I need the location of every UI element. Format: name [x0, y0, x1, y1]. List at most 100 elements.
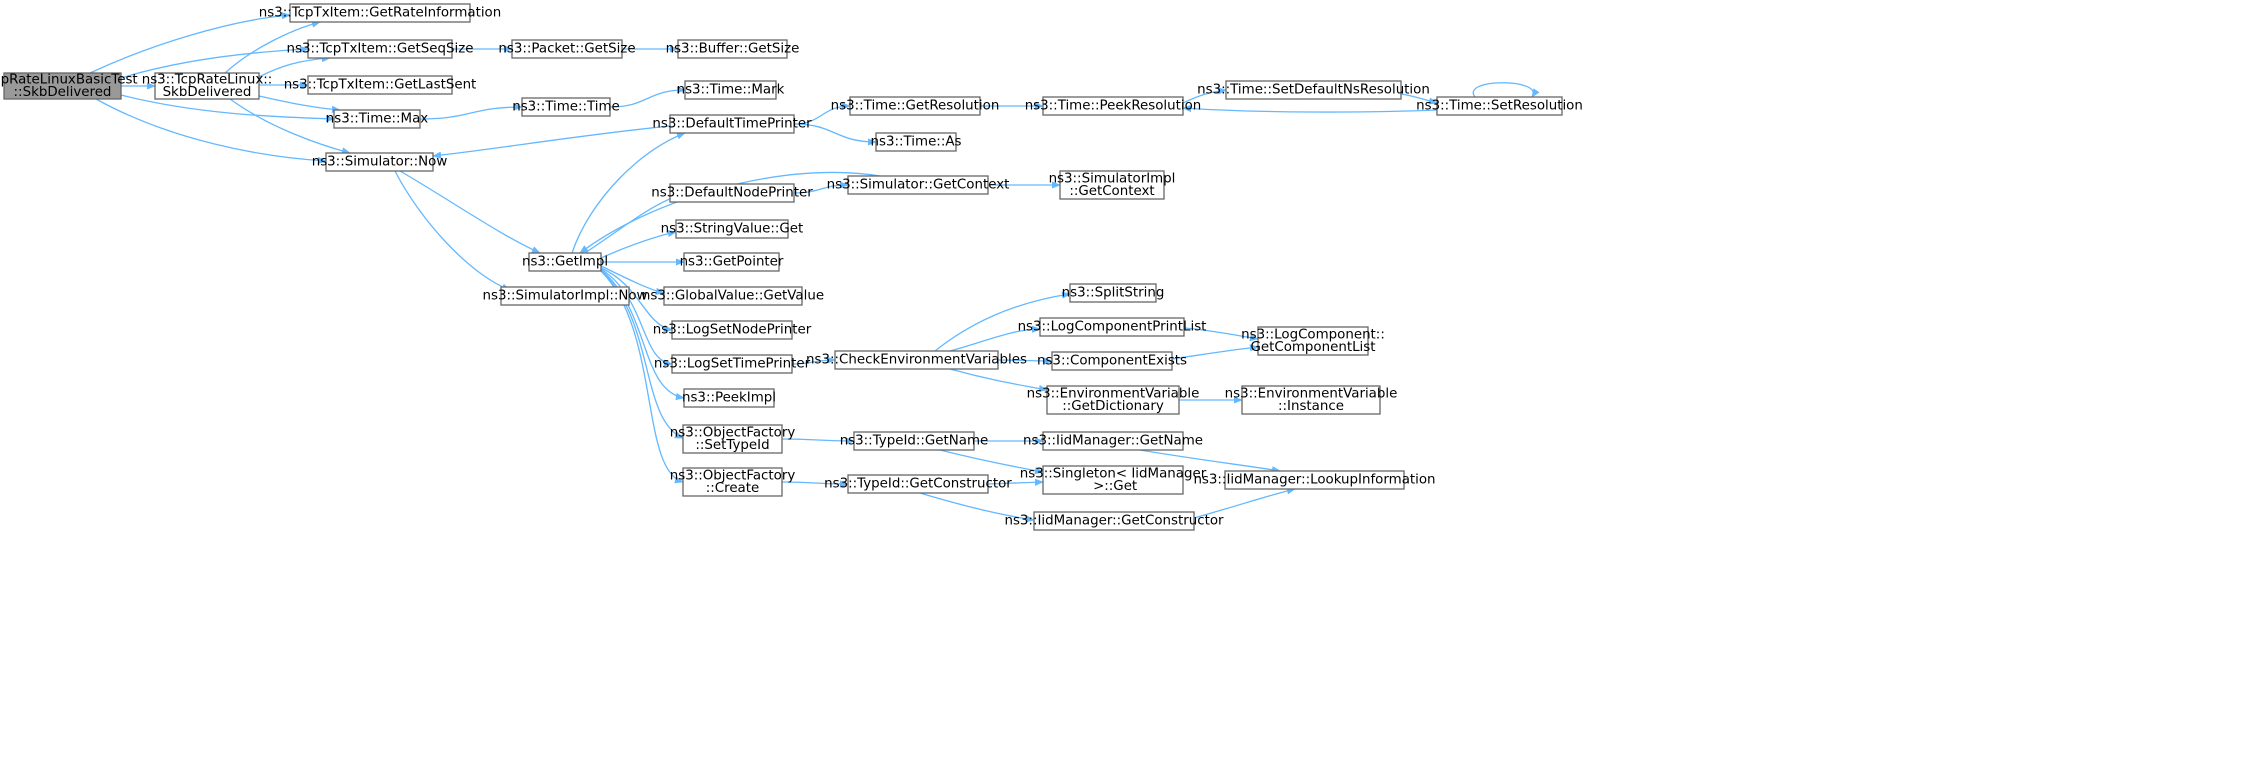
nodes-layer: TcpRateLinuxBasicTest::SkbDeliveredns3::… [0, 3, 1583, 531]
edge-check-env-vars-to-env-var-get-dict [949, 368, 1048, 393]
node-box [1241, 385, 1381, 415]
node-time-time[interactable]: ns3::Time::Time [512, 97, 620, 117]
node-label: ::Instance [1278, 399, 1344, 414]
node-box [847, 175, 989, 195]
node-label: ns3::LogSetTimePrinter [654, 357, 811, 372]
edge-default-time-printer-to-sim-now [432, 125, 671, 159]
node-get-last-sent[interactable]: ns3::TcpTxItem::GetLastSent [284, 75, 477, 95]
node-label: ns3::Time::Max [326, 112, 429, 127]
node-check-env-vars[interactable]: ns3::CheckEnvironmentVariables [806, 350, 1027, 370]
node-box [1033, 511, 1195, 531]
edge-get-impl-to-peek-impl [600, 269, 685, 401]
edge-tcp-rate-linux-skb-to-get-rate-info [224, 20, 321, 74]
node-type-id-get-name[interactable]: ns3::TypeId::GetName [840, 431, 989, 451]
node-label: ns3::Time::PeekResolution [1025, 99, 1202, 114]
node-label: ::GetDictionary [1062, 399, 1164, 414]
node-type-id-get-constructor[interactable]: ns3::TypeId::GetConstructor [824, 474, 1012, 494]
edge-type-id-get-constructor-to-iid-get-constructor [919, 492, 1035, 523]
node-packet-get-size[interactable]: ns3::Packet::GetSize [498, 39, 636, 59]
node-obj-factory-create[interactable]: ns3::ObjectFactory::Create [670, 467, 796, 497]
node-set-resolution[interactable]: ns3::Time::SetResolution [1416, 96, 1583, 116]
node-iid-get-constructor[interactable]: ns3::IidManager::GetConstructor [1004, 511, 1224, 531]
node-peek-resolution[interactable]: ns3::Time::PeekResolution [1025, 96, 1202, 116]
node-env-var-get-dict[interactable]: ns3::EnvironmentVariable::GetDictionary [1027, 385, 1200, 415]
node-singleton-get[interactable]: ns3::Singleton< IidManager >::Get [1020, 465, 1207, 495]
node-sim-impl-get-context[interactable]: ns3::SimulatorImpl::GetContext [1049, 170, 1176, 200]
node-iid-manager-get-name[interactable]: ns3::IidManager::GetName [1023, 431, 1203, 451]
node-box [3, 72, 122, 100]
node-label: ::GetContext [1069, 184, 1154, 199]
node-get-impl[interactable]: ns3::GetImpl [522, 252, 608, 272]
node-box [1042, 431, 1184, 451]
node-get-resolution[interactable]: ns3::Time::GetResolution [831, 96, 1000, 116]
node-label: ns3::TcpTxItem::GetRateInformation [259, 6, 501, 21]
node-label: ns3::TcpRateLinux:: [142, 72, 273, 87]
node-label: TcpRateLinuxBasicTest [0, 72, 138, 87]
node-label: ns3::SimulatorImpl [1049, 171, 1176, 186]
node-set-default-ns-res[interactable]: ns3::Time::SetDefaultNsResolution [1197, 80, 1430, 100]
node-label: ns3::IidManager::GetConstructor [1004, 514, 1224, 529]
node-log-comp-print-list[interactable]: ns3::LogComponentPrintList [1018, 317, 1207, 337]
node-box [1042, 96, 1184, 116]
node-label: ns3::ComponentExists [1037, 354, 1187, 369]
node-root[interactable]: TcpRateLinuxBasicTest::SkbDelivered [0, 72, 138, 100]
edge-set-resolution-to-peek-resolution [1182, 104, 1438, 113]
node-time-max[interactable]: ns3::Time::Max [326, 109, 429, 129]
node-log-set-node-printer[interactable]: ns3::LogSetNodePrinter [653, 320, 812, 340]
node-default-time-printer[interactable]: ns3::DefaultTimePrinter [652, 114, 812, 134]
node-iid-lookup-info[interactable]: ns3::IidManager::LookupInformation [1193, 470, 1436, 490]
node-time-mark[interactable]: ns3::Time::Mark [677, 80, 785, 100]
node-obj-factory-set-type-id[interactable]: ns3::ObjectFactory::SetTypeId [670, 424, 796, 454]
node-label: ns3::StringValue::Get [661, 222, 804, 237]
edge-get-impl-to-string-value-get [600, 229, 677, 259]
edge-type-id-get-constructor-to-singleton-get [987, 478, 1044, 486]
edge-time-max-to-time-time [419, 103, 523, 120]
edge-log-comp-print-list-to-log-comp-get-list [1183, 327, 1259, 342]
node-box [663, 286, 803, 306]
node-string-value-get[interactable]: ns3::StringValue::Get [661, 219, 804, 239]
node-box [1046, 385, 1180, 415]
edge-root-to-sim-now [95, 98, 327, 165]
edge-check-env-vars-to-component-exists [997, 357, 1053, 365]
node-box [1436, 96, 1563, 116]
node-label: ns3::Time::SetDefaultNsResolution [1197, 83, 1430, 98]
node-label: ns3::CheckEnvironmentVariables [806, 353, 1027, 368]
node-label: ns3::Packet::GetSize [498, 42, 635, 57]
node-log-set-time-printer[interactable]: ns3::LogSetTimePrinter [654, 354, 811, 374]
node-get-rate-info[interactable]: ns3::TcpTxItem::GetRateInformation [259, 3, 501, 23]
edge-default-time-printer-to-time-as [793, 123, 877, 146]
node-get-seq-size[interactable]: ns3::TcpTxItem::GetSeqSize [287, 39, 474, 59]
node-box [1051, 351, 1173, 371]
node-global-value-get[interactable]: ns3::GlobalValue::GetValue [642, 286, 824, 306]
edge-root-to-get-rate-info [89, 12, 291, 74]
edge-check-env-vars-to-log-comp-print-list [949, 325, 1041, 352]
edge-iid-manager-get-name-to-iid-lookup-info [1139, 449, 1281, 474]
node-label: ns3::DefaultTimePrinter [652, 117, 812, 132]
edge-get-impl-to-log-set-node-printer [600, 267, 673, 333]
node-get-pointer[interactable]: ns3::GetPointer [680, 252, 784, 272]
edge-default-node-printer-to-sim-get-context [793, 181, 849, 194]
node-split-string[interactable]: ns3::SplitString [1062, 283, 1165, 303]
node-box [683, 252, 780, 272]
node-peek-impl[interactable]: ns3::PeekImpl [682, 388, 776, 408]
node-sim-impl-now[interactable]: ns3::SimulatorImpl::Now [482, 286, 648, 306]
edge-set-default-ns-res-to-set-resolution [1400, 93, 1438, 105]
edge-time-time-to-time-mark [609, 86, 686, 108]
node-default-node-printer[interactable]: ns3::DefaultNodePrinter [651, 183, 813, 203]
node-label: ns3::LogComponentPrintList [1018, 320, 1207, 335]
node-component-exists[interactable]: ns3::ComponentExists [1037, 351, 1187, 371]
node-label: ns3::LogSetNodePrinter [653, 323, 812, 338]
node-label: ::SetTypeId [695, 438, 769, 453]
node-buffer-get-size[interactable]: ns3::Buffer::GetSize [666, 39, 800, 59]
node-label: ns3::GetPointer [680, 255, 784, 270]
node-sim-now[interactable]: ns3::Simulator::Now [312, 152, 448, 172]
edge-obj-factory-set-type-id-to-type-id-get-name [781, 437, 855, 445]
node-sim-get-context[interactable]: ns3::Simulator::GetContext [827, 175, 1010, 195]
edge-obj-factory-create-to-type-id-get-constructor [781, 480, 849, 488]
node-tcp-rate-linux-skb[interactable]: ns3::TcpRateLinux::SkbDelivered [142, 72, 273, 100]
node-log-comp-get-list[interactable]: ns3::LogComponent::GetComponentList [1241, 326, 1385, 356]
node-box [325, 152, 434, 172]
edge-peek-resolution-to-set-default-ns-res [1182, 87, 1227, 104]
node-env-var-instance[interactable]: ns3::EnvironmentVariable::Instance [1225, 385, 1398, 415]
node-time-as[interactable]: ns3::Time::As [871, 132, 962, 152]
